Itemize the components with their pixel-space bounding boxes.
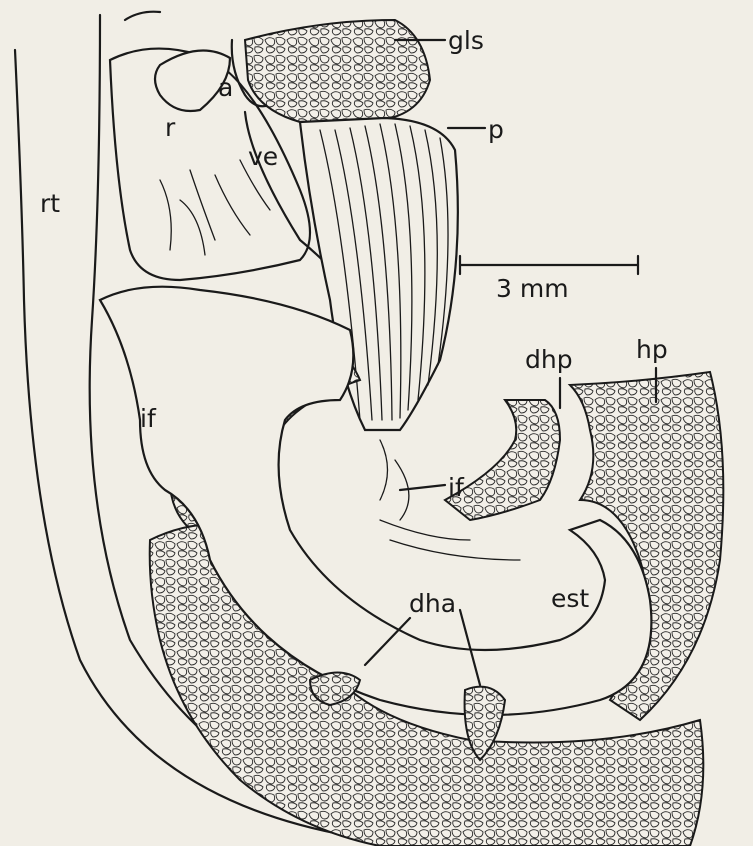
scale-bar-label: 3 mm	[496, 274, 569, 303]
label-if-left: if	[140, 404, 157, 433]
label-rt: rt	[40, 189, 60, 218]
label-gls: gls	[448, 26, 484, 55]
gland-dhp	[445, 400, 560, 520]
label-dha: dha	[409, 589, 456, 618]
label-est: est	[551, 584, 589, 613]
label-a: a	[218, 73, 233, 102]
label-r: r	[165, 113, 176, 142]
label-hp: hp	[636, 335, 668, 364]
label-ve: ve	[248, 142, 278, 171]
gland-region-gls	[245, 20, 430, 122]
label-dhp: dhp	[525, 345, 573, 374]
scale-bar	[460, 256, 638, 274]
label-p: p	[488, 115, 504, 144]
label-if-right: if	[448, 473, 465, 502]
